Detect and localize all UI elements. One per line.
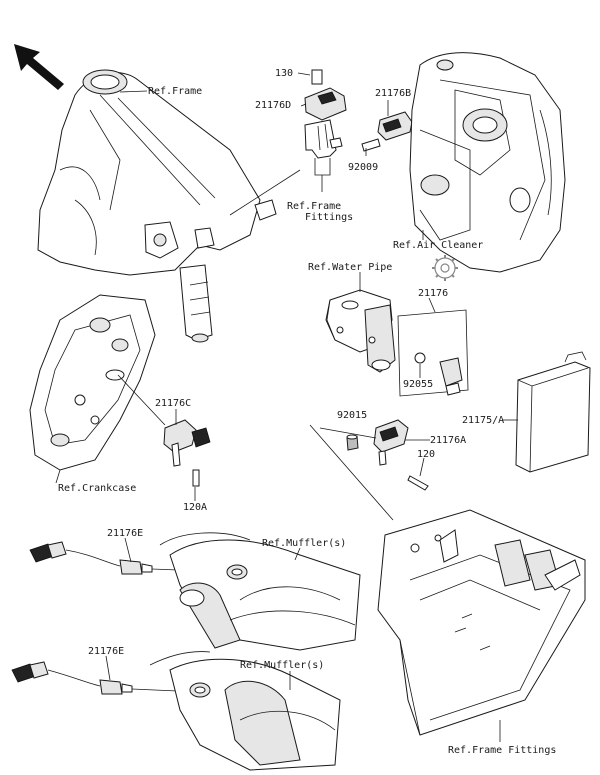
label-part-21176: 21176	[418, 288, 449, 299]
label-part-21176e-lower: 21176E	[88, 646, 125, 657]
label-part-120: 120	[417, 449, 436, 460]
crankcase	[29, 294, 166, 471]
label-part-21175a: 21175/A	[462, 415, 505, 426]
label-part-92055: 92055	[403, 379, 434, 390]
label-ref-air-cleaner: Ref.Air Cleaner	[393, 240, 484, 251]
sensor-21176	[397, 297, 469, 397]
battery-box	[377, 509, 586, 736]
ecu-21175a	[515, 351, 591, 473]
label-ref-frame-fittings-line1: Ref.Frame	[287, 201, 342, 212]
muffler-lower	[149, 651, 341, 771]
label-ref-frame-fittings-line2: Fittings	[305, 212, 354, 223]
label-ref-water-pipe: Ref.Water Pipe	[308, 262, 393, 273]
sensor-21176a	[309, 419, 429, 521]
label-part-21176d: 21176D	[255, 100, 292, 111]
gear-icon	[432, 255, 458, 281]
sensor-21176d	[304, 69, 347, 176]
label-part-21176b: 21176B	[375, 88, 412, 99]
muffler-upper	[159, 532, 361, 651]
water-pipe	[325, 289, 396, 373]
label-part-92015: 92015	[337, 410, 368, 421]
label-part-92009: 92009	[348, 162, 379, 173]
frame-assembly	[37, 69, 301, 343]
leader-lines	[55, 72, 518, 742]
label-part-21176e-upper: 21176E	[107, 528, 144, 539]
label-part-21176a: 21176A	[430, 435, 467, 446]
label-part-21176c: 21176C	[155, 398, 192, 409]
air-cleaner-housing	[409, 52, 566, 273]
label-ref-mufflers-upper: Ref.Muffler(s)	[262, 538, 347, 549]
label-ref-crankcase: Ref.Crankcase	[58, 483, 137, 494]
label-part-130: 130	[275, 68, 294, 79]
sensor-21176c	[163, 419, 211, 487]
label-part-120a: 120A	[183, 502, 208, 513]
label-ref-mufflers-lower: Ref.Muffler(s)	[240, 660, 325, 671]
o2-sensor-lower	[11, 661, 201, 695]
arrow-up-left-icon	[14, 44, 64, 90]
label-ref-frame: Ref.Frame	[148, 86, 203, 97]
label-ref-frame-fittings-bottom: Ref.Frame Fittings	[448, 745, 557, 756]
